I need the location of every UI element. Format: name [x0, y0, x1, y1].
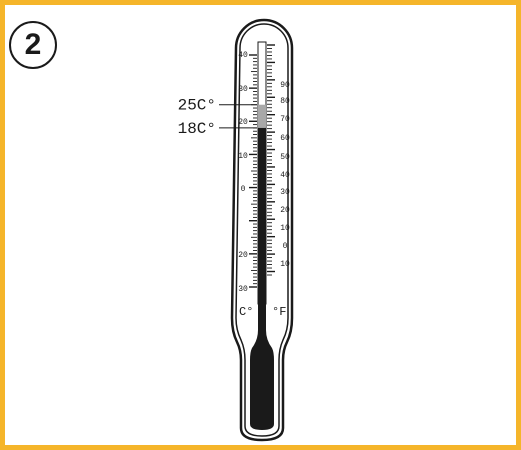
fahrenheit-label: 60 [280, 134, 290, 143]
fahrenheit-label: 10 [280, 260, 290, 269]
celsius-label: 40 [238, 51, 248, 60]
callout-label: 25C° [178, 97, 216, 115]
celsius-label: 20 [238, 251, 248, 260]
fahrenheit-label: 80 [280, 97, 290, 106]
fahrenheit-label: 0 [283, 242, 288, 251]
celsius-label: 30 [238, 285, 248, 294]
fahrenheit-label: 70 [280, 115, 290, 124]
celsius-unit-label: C° [239, 305, 253, 319]
fahrenheit-label: 90 [280, 81, 290, 90]
previous-level-marker [258, 105, 266, 128]
fahrenheit-label: 50 [280, 153, 290, 162]
fahrenheit-label: 10 [280, 224, 290, 233]
celsius-label: 20 [238, 118, 248, 127]
celsius-label: 10 [238, 152, 248, 161]
fahrenheit-label: 30 [280, 188, 290, 197]
celsius-label: 0 [241, 185, 246, 194]
fahrenheit-unit-label: °F [272, 305, 286, 319]
fahrenheit-label: 20 [280, 206, 290, 215]
celsius-label: 30 [238, 85, 248, 94]
fahrenheit-label: 40 [280, 171, 290, 180]
callout-label: 18C° [178, 120, 216, 138]
liquid-column [258, 128, 266, 304]
